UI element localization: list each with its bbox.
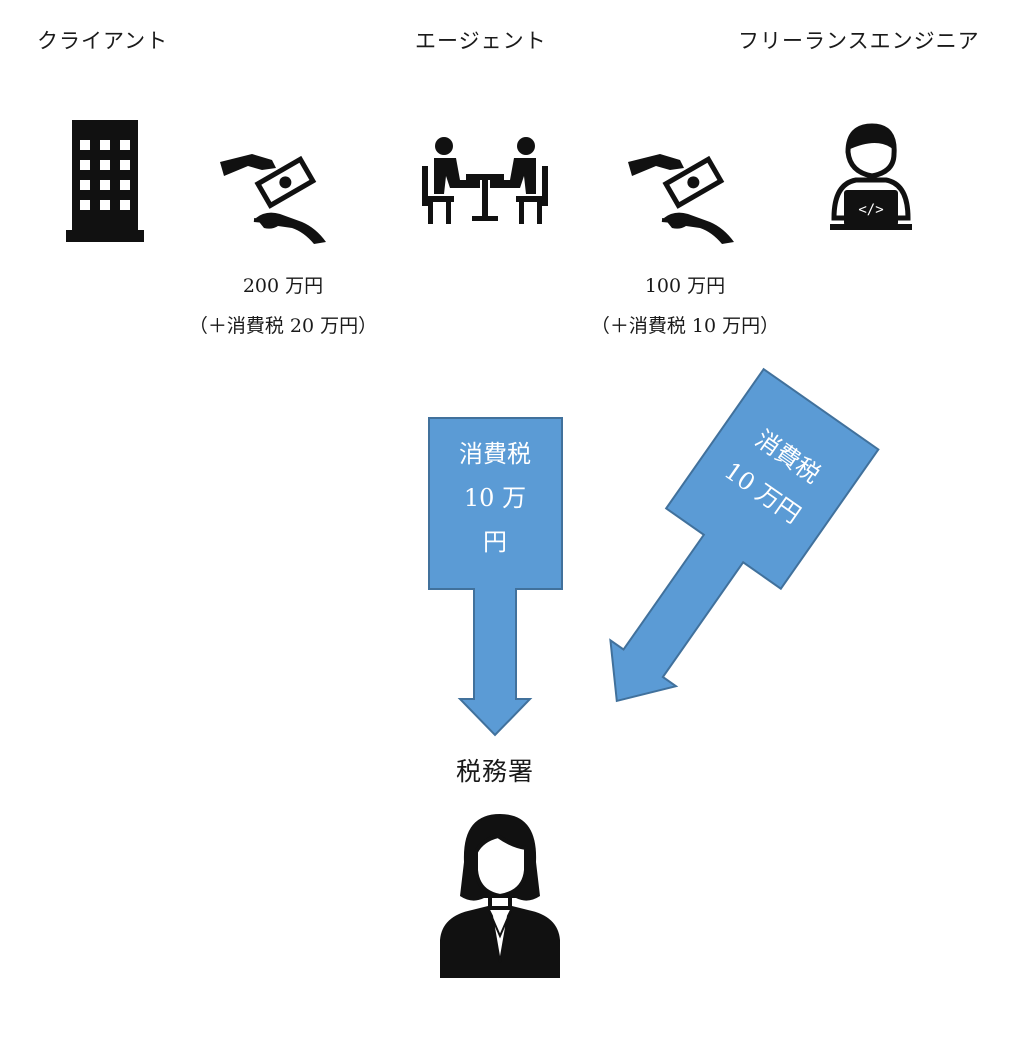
freelancer-label: フリーランスエンジニア [738, 29, 980, 53]
agent-tax-arrow [428, 417, 563, 737]
arrow-line-1: 消費税 [459, 440, 531, 468]
agent-tax-arrow-label: 消費税 10 万 円 [428, 432, 562, 564]
freelancer-tax-arrow [609, 367, 880, 703]
money-handover-icon [220, 154, 326, 244]
freelancer-tax-arrow-label: 消費税 10 万円 [693, 399, 858, 551]
payment-tax: （＋消費税 20 万円） [188, 315, 378, 337]
programmer-laptop-icon: </> [830, 123, 912, 230]
businesswoman-icon [440, 814, 560, 978]
client-label: クライアント [37, 29, 169, 53]
arrow-line-1: 消費税 [750, 424, 826, 489]
money-handover-icon [628, 154, 734, 244]
payment-agent-to-freelancer: 100 万円 （＋消費税 10 万円） [580, 266, 790, 346]
office-building-icon [66, 120, 144, 242]
arrow-line-2: 10 万円 [719, 456, 806, 530]
payment-tax: （＋消費税 10 万円） [590, 315, 780, 337]
svg-text:</>: </> [858, 202, 883, 218]
tax-office-label: 税務署 [456, 757, 535, 786]
agent-label: エージェント [415, 29, 547, 53]
payment-amount: 100 万円 [644, 275, 726, 297]
payment-amount: 200 万円 [242, 275, 324, 297]
meeting-table-icon [422, 137, 548, 224]
arrow-line-2: 10 万 [463, 484, 527, 512]
arrow-line-3: 円 [483, 528, 507, 556]
payment-client-to-agent: 200 万円 （＋消費税 20 万円） [178, 266, 388, 346]
